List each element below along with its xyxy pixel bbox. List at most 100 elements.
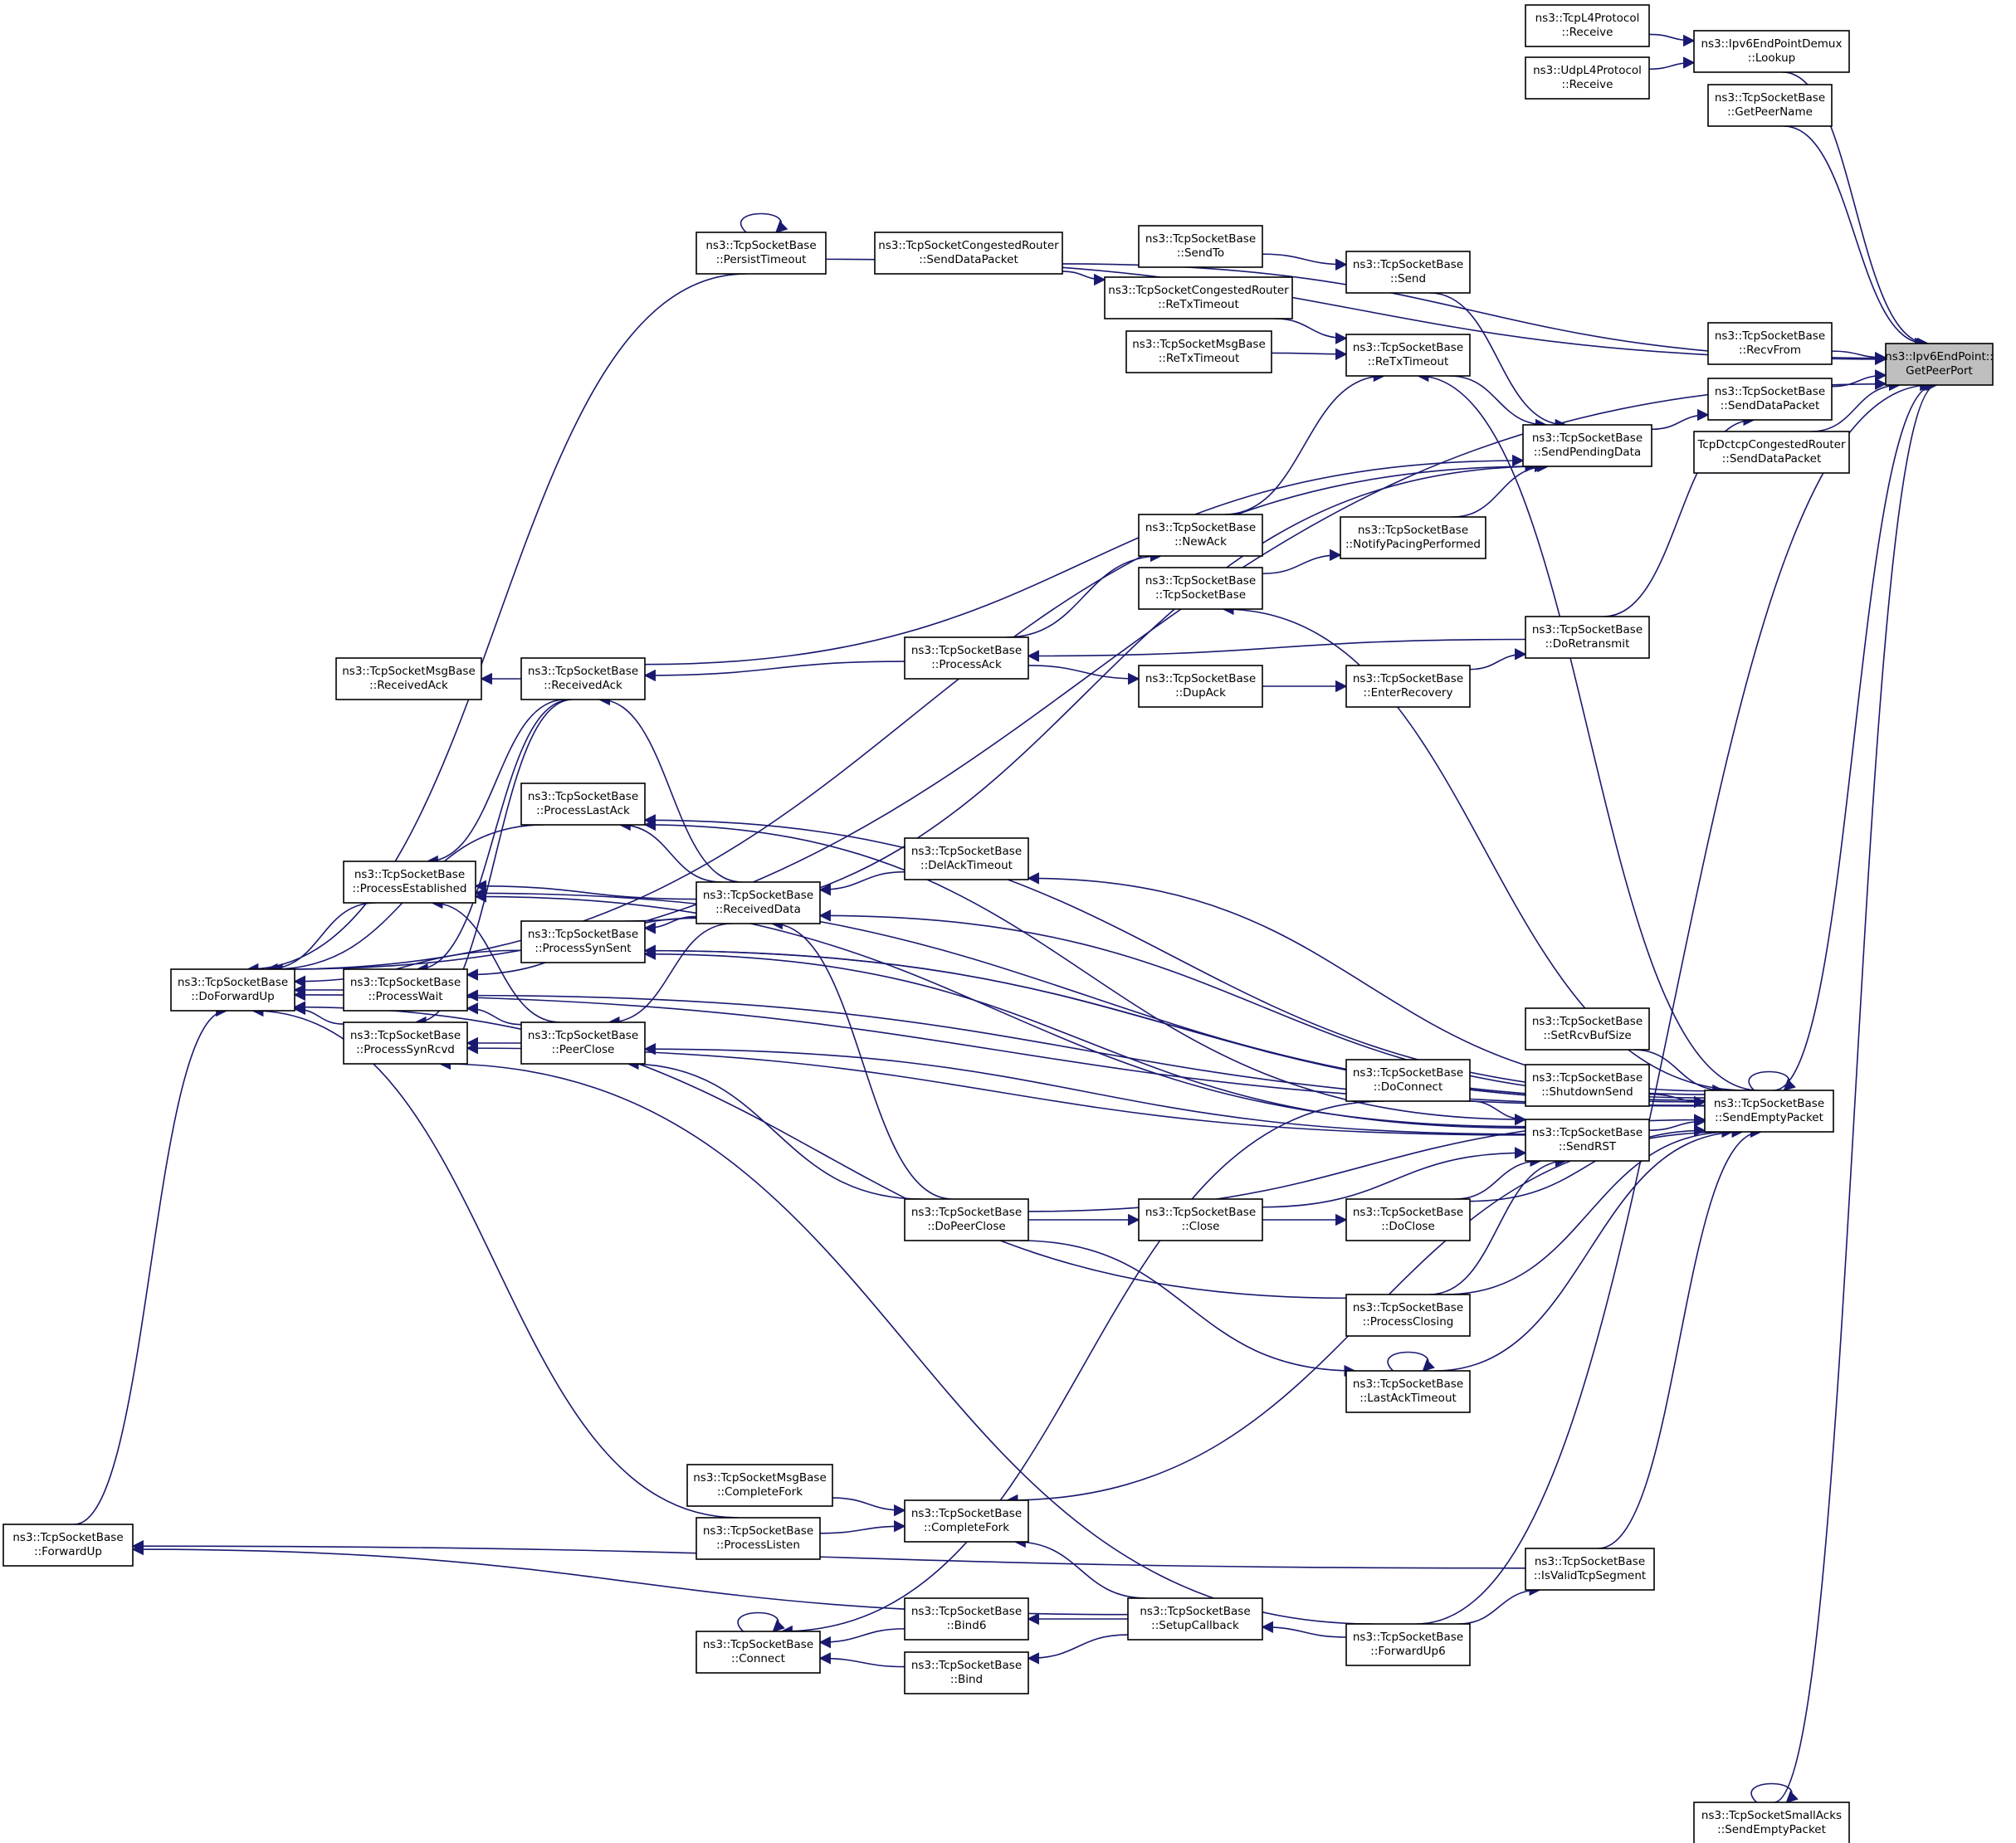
node-box[interactable]	[696, 1517, 821, 1560]
node-tcpsocketbase-sendrst[interactable]: ns3::TcpSocketBase::SendRST	[1525, 1119, 1650, 1162]
node-box[interactable]	[343, 968, 468, 1012]
node-box[interactable]	[1525, 56, 1650, 100]
node-tcpsocketbase-doforwardup[interactable]: ns3::TcpSocketBase::DoForwardUp	[170, 968, 295, 1012]
node-box[interactable]	[1125, 330, 1272, 373]
node-box[interactable]	[1345, 334, 1471, 377]
node-tcpsocketmsgbase-retxtimeout[interactable]: ns3::TcpSocketMsgBase::ReTxTimeout	[1125, 330, 1272, 373]
node-box[interactable]	[170, 968, 295, 1012]
node-tcpsocketbase-setrcvbufsize[interactable]: ns3::TcpSocketBase::SetRcvBufSize	[1525, 1007, 1650, 1051]
node-tcpsocketbase-send[interactable]: ns3::TcpSocketBase::Send	[1345, 251, 1471, 294]
node-tcpdctcpcongestedrouter-senddatapacket[interactable]: TcpDctcpCongestedRouter::SendDataPacket	[1693, 431, 1850, 474]
node-tcpsocketbase-processlisten[interactable]: ns3::TcpSocketBase::ProcessListen	[696, 1517, 821, 1560]
node-box[interactable]	[1345, 665, 1471, 708]
node-box[interactable]	[1707, 84, 1833, 127]
node-box[interactable]	[1525, 1007, 1650, 1051]
node-tcpsocketbase-dopeerclose[interactable]: ns3::TcpSocketBase::DoPeerClose	[904, 1198, 1029, 1241]
node-tcpsocketbase-lastacktimeout[interactable]: ns3::TcpSocketBase::LastAckTimeout	[1345, 1370, 1471, 1413]
node-box[interactable]	[2, 1524, 134, 1567]
node-tcpsocketbase-bind[interactable]: ns3::TcpSocketBase::Bind	[904, 1651, 1029, 1694]
node-box[interactable]	[1138, 567, 1263, 610]
node-tcpsocketbase-setupcallback[interactable]: ns3::TcpSocketBase::SetupCallback	[1127, 1597, 1263, 1641]
node-box[interactable]	[1525, 4, 1650, 47]
node-box[interactable]	[1345, 1059, 1471, 1102]
node-tcpsocketmsgbase-receivedack[interactable]: ns3::TcpSocketMsgBase::ReceivedAck	[335, 657, 482, 700]
node-box[interactable]	[520, 920, 646, 963]
node-box[interactable]	[904, 1198, 1029, 1241]
node-box[interactable]	[1885, 343, 1994, 386]
node-box[interactable]	[1138, 665, 1263, 708]
node-box[interactable]	[1707, 378, 1833, 421]
node-tcpsocketbase-processsynrcvd[interactable]: ns3::TcpSocketBase::ProcessSynRcvd	[343, 1021, 468, 1065]
node-box[interactable]	[1522, 424, 1652, 467]
node-box[interactable]	[904, 1499, 1029, 1543]
node-box[interactable]	[520, 1021, 646, 1065]
node-tcpsocketbase-forwardup6[interactable]: ns3::TcpSocketBase::ForwardUp6	[1345, 1623, 1471, 1666]
node-box[interactable]	[904, 636, 1029, 680]
node-tcpsocketbase-newack[interactable]: ns3::TcpSocketBase::NewAck	[1138, 514, 1263, 557]
node-tcpsocketbase-sendpendingdata[interactable]: ns3::TcpSocketBase::SendPendingData	[1522, 424, 1652, 467]
node-box[interactable]	[1704, 1090, 1834, 1133]
node-box[interactable]	[1693, 30, 1850, 73]
node-tcpsocketbase-isvalidtcpsegment[interactable]: ns3::TcpSocketBase::IsValidTcpSegment	[1525, 1548, 1655, 1591]
node-tcpsocketbase-receiveddata[interactable]: ns3::TcpSocketBase::ReceivedData	[696, 881, 821, 924]
node-tcpsocketbase-processclosing[interactable]: ns3::TcpSocketBase::ProcessClosing	[1345, 1294, 1471, 1337]
node-ipv6endpointdemux-lookup[interactable]: ns3::Ipv6EndPointDemux::Lookup	[1693, 30, 1850, 73]
node-box[interactable]	[520, 783, 646, 826]
node-box[interactable]	[904, 1651, 1029, 1694]
node-box[interactable]	[1138, 514, 1263, 557]
node-tcpsocketbase-processwait[interactable]: ns3::TcpSocketBase::ProcessWait	[343, 968, 468, 1012]
node-tcpsocketbase-persisttimeout[interactable]: ns3::TcpSocketBase::PersistTimeout	[696, 232, 827, 275]
node-tcpl4protocol-receive[interactable]: ns3::TcpL4Protocol::Receive	[1525, 4, 1650, 47]
node-tcpsocketbase-sendto[interactable]: ns3::TcpSocketBase::SendTo	[1138, 225, 1263, 268]
node-tcpsocketsmallacks-sendemptypacket[interactable]: ns3::TcpSocketSmallAcks::SendEmptyPacket	[1693, 1802, 1850, 1843]
node-tcpsocketbase-completefork[interactable]: ns3::TcpSocketBase::CompleteFork	[904, 1499, 1029, 1543]
node-tcpsocketbase-receivedack[interactable]: ns3::TcpSocketBase::ReceivedAck	[520, 657, 646, 700]
node-box[interactable]	[343, 1021, 468, 1065]
node-box[interactable]	[335, 657, 482, 700]
node-ipv6endpoint-getpeerport[interactable]: ns3::Ipv6EndPoint::GetPeerPort	[1885, 343, 1994, 386]
node-box[interactable]	[1525, 1064, 1650, 1107]
node-box[interactable]	[686, 1464, 833, 1507]
node-box[interactable]	[1707, 322, 1833, 365]
node-tcpsocketmsgbase-completefork[interactable]: ns3::TcpSocketMsgBase::CompleteFork	[686, 1464, 833, 1507]
node-tcpsocketbase-doconnect[interactable]: ns3::TcpSocketBase::DoConnect	[1345, 1059, 1471, 1102]
node-box[interactable]	[1345, 1198, 1471, 1241]
node-tcpsocketbase-doretransmit[interactable]: ns3::TcpSocketBase::DoRetransmit	[1525, 616, 1650, 659]
node-box[interactable]	[520, 657, 646, 700]
node-tcpsocketbase-getpeername[interactable]: ns3::TcpSocketBase::GetPeerName	[1707, 84, 1833, 127]
node-box[interactable]	[1345, 1623, 1471, 1666]
node-tcpsocketbase-senddatapacket[interactable]: ns3::TcpSocketBase::SendDataPacket	[1707, 378, 1833, 421]
node-box[interactable]	[1138, 225, 1263, 268]
node-tcpsocketbase-recvfrom[interactable]: ns3::TcpSocketBase::RecvFrom	[1707, 322, 1833, 365]
node-box[interactable]	[696, 232, 827, 275]
node-box[interactable]	[1693, 1802, 1850, 1843]
node-box[interactable]	[904, 837, 1029, 880]
node-tcpsocketbase-notifypacingperformed[interactable]: ns3::TcpSocketBase::NotifyPacingPerforme…	[1340, 516, 1486, 559]
node-box[interactable]	[1525, 1119, 1650, 1162]
node-tcpsocketbase-forwardup[interactable]: ns3::TcpSocketBase::ForwardUp	[2, 1524, 134, 1567]
node-tcpsocketcongestedrouter-senddatapacket[interactable]: ns3::TcpSocketCongestedRouter::SendDataP…	[874, 232, 1063, 275]
node-box[interactable]	[1127, 1597, 1263, 1641]
node-tcpsocketbase-sendemptypacket[interactable]: ns3::TcpSocketBase::SendEmptyPacket	[1704, 1090, 1834, 1133]
node-tcpsocketbase-delacktimeout[interactable]: ns3::TcpSocketBase::DelAckTimeout	[904, 837, 1029, 880]
node-tcpsocketbase-shutdownsend[interactable]: ns3::TcpSocketBase::ShutdownSend	[1525, 1064, 1650, 1107]
node-tcpsocketbase-connect[interactable]: ns3::TcpSocketBase::Connect	[696, 1631, 821, 1674]
node-box[interactable]	[343, 861, 476, 904]
node-box[interactable]	[1525, 1548, 1655, 1591]
node-box[interactable]	[1345, 1370, 1471, 1413]
node-tcpsocketbase-processack[interactable]: ns3::TcpSocketBase::ProcessAck	[904, 636, 1029, 680]
node-tcpsocketbase-doclose[interactable]: ns3::TcpSocketBase::DoClose	[1345, 1198, 1471, 1241]
node-box[interactable]	[874, 232, 1063, 275]
node-tcpsocketbase-enterrecovery[interactable]: ns3::TcpSocketBase::EnterRecovery	[1345, 665, 1471, 708]
node-tcpsocketbase-tcpsocketbase[interactable]: ns3::TcpSocketBase::TcpSocketBase	[1138, 567, 1263, 610]
node-tcpsocketbase-peerclose[interactable]: ns3::TcpSocketBase::PeerClose	[520, 1021, 646, 1065]
node-box[interactable]	[904, 1597, 1029, 1641]
node-tcpsocketbase-bind6[interactable]: ns3::TcpSocketBase::Bind6	[904, 1597, 1029, 1641]
node-box[interactable]	[696, 1631, 821, 1674]
node-box[interactable]	[1693, 431, 1850, 474]
node-tcpsocketbase-close[interactable]: ns3::TcpSocketBase::Close	[1138, 1198, 1263, 1241]
node-box[interactable]	[1340, 516, 1486, 559]
node-tcpsocketbase-dupack[interactable]: ns3::TcpSocketBase::DupAck	[1138, 665, 1263, 708]
node-tcpsocketbase-processsynsent[interactable]: ns3::TcpSocketBase::ProcessSynSent	[520, 920, 646, 963]
node-box[interactable]	[1345, 1294, 1471, 1337]
